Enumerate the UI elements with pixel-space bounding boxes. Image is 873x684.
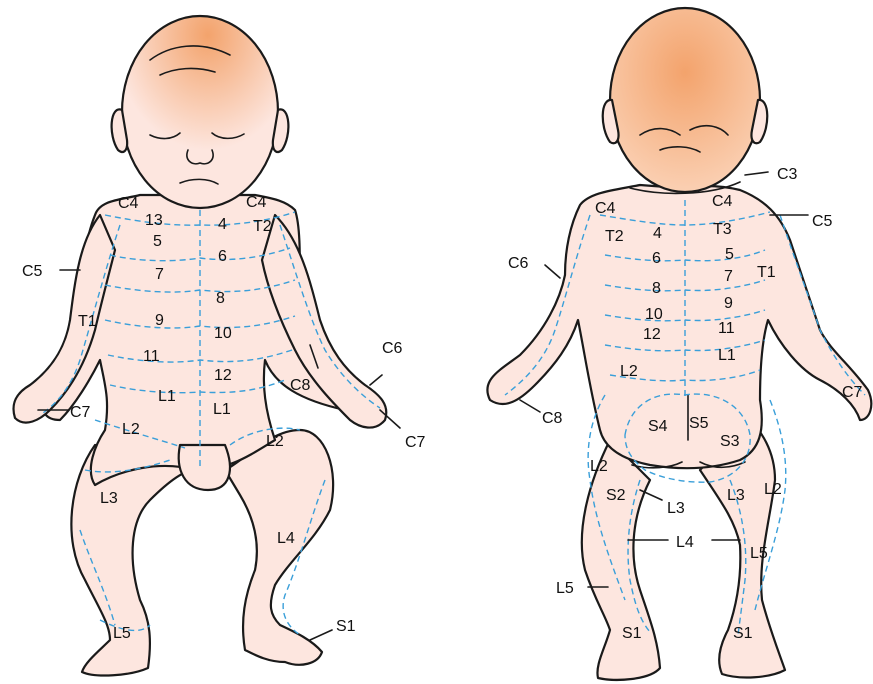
front-label: 10 — [214, 325, 232, 342]
back-label: 9 — [724, 295, 733, 312]
back-label: L1 — [718, 347, 736, 364]
front-label: C7 — [70, 404, 91, 421]
back-label: 7 — [724, 268, 733, 285]
back-label: T2 — [605, 228, 624, 245]
back-label: 10 — [645, 306, 663, 323]
back-label: 11 — [718, 320, 735, 337]
front-label: 4 — [218, 216, 227, 233]
back-label: 6 — [652, 250, 661, 267]
back-label: T1 — [757, 264, 776, 281]
front-label: 6 — [218, 248, 227, 265]
front-label: T2 — [253, 218, 272, 235]
back-label: L5 — [750, 545, 768, 562]
front-label: C7 — [405, 434, 426, 451]
back-head — [610, 8, 760, 192]
front-label: 11 — [143, 348, 160, 365]
back-label: 8 — [652, 280, 661, 297]
front-label: 8 — [216, 290, 225, 307]
front-label: 12 — [214, 367, 232, 384]
back-label: L3 — [727, 487, 745, 504]
front-s1-tick — [310, 630, 332, 640]
back-label: C7 — [842, 384, 863, 401]
back-label: T3 — [713, 221, 732, 238]
back-label: S2 — [606, 487, 626, 504]
back-c6-tick — [545, 265, 560, 278]
front-label: C4 — [246, 194, 267, 211]
front-genitalia — [179, 445, 230, 490]
front-label: C5 — [22, 263, 43, 280]
back-label: 5 — [725, 246, 734, 263]
front-label: L5 — [113, 625, 131, 642]
infant-front-figure — [13, 16, 400, 675]
front-label: L3 — [100, 490, 118, 507]
back-label: L2 — [590, 458, 608, 475]
front-label: L2 — [122, 421, 140, 438]
back-left-leg — [582, 440, 660, 680]
back-label: L2 — [764, 481, 782, 498]
back-label: C8 — [542, 410, 563, 427]
front-label: L4 — [277, 530, 295, 547]
back-label: S1 — [622, 625, 642, 642]
infant-back-figure — [487, 8, 871, 680]
back-label: C3 — [777, 166, 798, 183]
front-label: T1 — [78, 313, 97, 330]
front-label: 13 — [145, 212, 163, 229]
front-label: C4 — [118, 195, 139, 212]
back-label: L4 — [676, 534, 694, 551]
front-label: C6 — [382, 340, 403, 357]
front-left-leg — [71, 445, 195, 675]
back-c8-tick — [520, 400, 540, 412]
front-label: L1 — [213, 401, 231, 418]
back-label: L5 — [556, 580, 574, 597]
front-label: L1 — [158, 388, 176, 405]
back-label: S3 — [720, 433, 740, 450]
back-label: C5 — [812, 213, 833, 230]
front-label: 9 — [155, 312, 164, 329]
front-right-leg — [225, 430, 333, 665]
back-label: 12 — [643, 326, 661, 343]
back-label: C4 — [712, 193, 733, 210]
back-label: L2 — [620, 363, 638, 380]
back-c3-tick — [745, 172, 768, 175]
back-label: L3 — [667, 500, 685, 517]
front-label: 5 — [153, 233, 162, 250]
front-c6-tick — [370, 375, 382, 385]
back-label: 4 — [653, 225, 662, 242]
back-label: S1 — [733, 625, 753, 642]
front-label: C8 — [290, 377, 311, 394]
front-label: L2 — [266, 433, 284, 450]
front-label: S1 — [336, 618, 356, 635]
back-label: C4 — [595, 200, 616, 217]
front-label: 7 — [155, 266, 164, 283]
back-label: C6 — [508, 255, 529, 272]
back-label: S5 — [689, 415, 709, 432]
back-label: S4 — [648, 418, 668, 435]
